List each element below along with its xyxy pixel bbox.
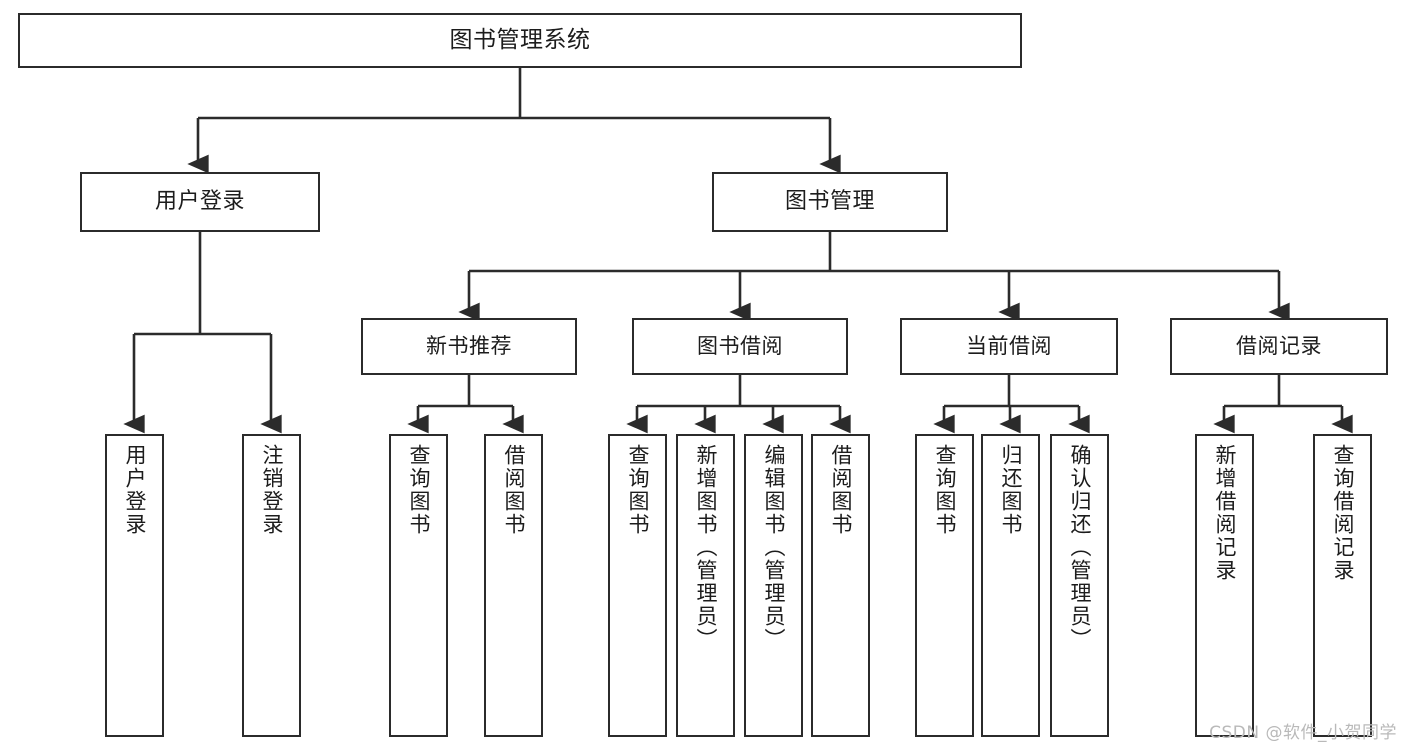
node-label: 图书借阅: [697, 333, 783, 358]
node-label: 查询图书: [626, 444, 650, 536]
node-leaf-user-login-login[interactable]: 用户登录: [105, 434, 164, 737]
node-book-management[interactable]: 图书管理: [712, 172, 948, 232]
node-leaf-current-borrow-return[interactable]: 归还图书: [981, 434, 1040, 737]
node-label: 确认归还（管理员）: [1068, 444, 1092, 651]
node-borrow-record[interactable]: 借阅记录: [1170, 318, 1388, 375]
node-label: 归还图书: [999, 444, 1023, 536]
node-leaf-book-borrow-add[interactable]: 新增图书（管理员）: [676, 434, 735, 737]
node-leaf-current-borrow-confirm-return[interactable]: 确认归还（管理员）: [1050, 434, 1109, 737]
node-label: 当前借阅: [966, 333, 1052, 358]
node-leaf-new-book-query[interactable]: 查询图书: [389, 434, 448, 737]
node-label: 编辑图书（管理员）: [762, 444, 786, 651]
node-label: 用户登录: [154, 188, 245, 214]
node-label: 注销登录: [260, 444, 284, 536]
node-leaf-user-login-logout[interactable]: 注销登录: [242, 434, 301, 737]
node-label: 查询借阅记录: [1331, 444, 1355, 582]
node-new-book-recommend[interactable]: 新书推荐: [361, 318, 577, 375]
node-leaf-book-borrow-query[interactable]: 查询图书: [608, 434, 667, 737]
node-user-login[interactable]: 用户登录: [80, 172, 320, 232]
node-label: 新书推荐: [426, 333, 512, 358]
node-leaf-new-book-borrow[interactable]: 借阅图书: [484, 434, 543, 737]
node-leaf-current-borrow-query[interactable]: 查询图书: [915, 434, 974, 737]
node-label: 借阅图书: [829, 444, 853, 536]
node-label: 新增图书（管理员）: [694, 444, 718, 651]
node-leaf-book-borrow-borrow[interactable]: 借阅图书: [811, 434, 870, 737]
node-label: 查询图书: [933, 444, 957, 536]
node-label: 用户登录: [123, 444, 147, 536]
node-leaf-borrow-record-add[interactable]: 新增借阅记录: [1195, 434, 1254, 737]
node-label: 查询图书: [407, 444, 431, 536]
node-leaf-borrow-record-query[interactable]: 查询借阅记录: [1313, 434, 1372, 737]
node-book-borrow[interactable]: 图书借阅: [632, 318, 848, 375]
node-label: 图书管理: [784, 188, 875, 214]
node-label: 借阅记录: [1236, 333, 1322, 358]
node-leaf-book-borrow-edit[interactable]: 编辑图书（管理员）: [744, 434, 803, 737]
node-root-system[interactable]: 图书管理系统: [18, 13, 1022, 68]
node-label: 借阅图书: [502, 444, 526, 536]
csdn-watermark: CSDN @软件_小贺同学: [1209, 723, 1397, 743]
node-current-borrow[interactable]: 当前借阅: [900, 318, 1118, 375]
node-label: 新增借阅记录: [1213, 444, 1237, 582]
node-label: 图书管理系统: [449, 26, 591, 53]
